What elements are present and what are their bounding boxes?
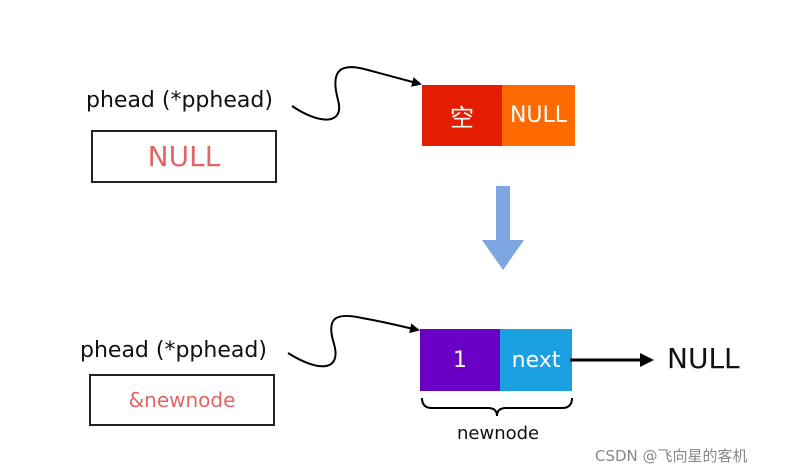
bottom-pointer-label: phead (*pphead) [80, 338, 267, 363]
top-pointer-value: NULL [147, 140, 221, 173]
top-pointer-label: phead (*pphead) [86, 88, 273, 113]
next-to-null-arrowhead [640, 353, 654, 367]
next-target-null: NULL [667, 342, 740, 375]
node-brace [421, 397, 573, 417]
bottom-node-data-cell: 1 [420, 329, 500, 391]
node-name-label: newnode [457, 423, 540, 444]
watermark: CSDN @飞向星的客机 [595, 447, 748, 465]
top-pointer-arrow [291, 66, 422, 121]
top-pointer-box: NULL [91, 130, 277, 183]
transition-down-arrow [482, 186, 524, 270]
bottom-node-next-cell: next [500, 329, 572, 391]
top-node-data-cell: 空 [422, 85, 502, 146]
bottom-pointer-box: &newnode [89, 374, 275, 426]
bottom-node-data-text: 1 [453, 347, 467, 373]
top-node-next-text: NULL [509, 103, 568, 128]
bottom-pointer-arrow [287, 314, 420, 368]
top-node-next-cell: NULL [502, 85, 575, 146]
bottom-node-next-text: next [511, 347, 561, 373]
bottom-pointer-value: &newnode [128, 388, 236, 412]
top-node-data-text: 空 [450, 104, 474, 132]
